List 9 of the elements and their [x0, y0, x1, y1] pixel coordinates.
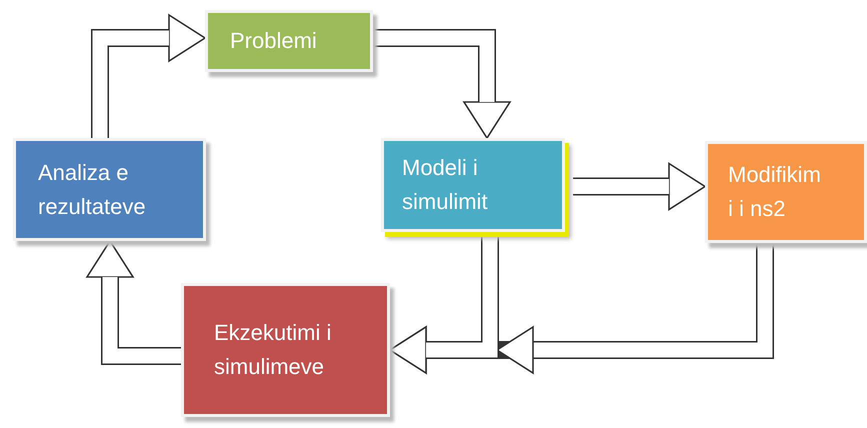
process-box: [13, 138, 206, 241]
box-label: Modeli i simulimit: [402, 154, 489, 216]
box-label: Ekzekutimi i simulimeve: [214, 319, 332, 381]
process-box: [205, 10, 373, 72]
box-label: Analiza e rezultateve: [38, 158, 147, 220]
process-box: [181, 283, 390, 417]
process-box: [705, 141, 867, 243]
box-label: Problemi: [230, 27, 317, 55]
box-label: Modifikim i i ns2: [728, 161, 822, 223]
